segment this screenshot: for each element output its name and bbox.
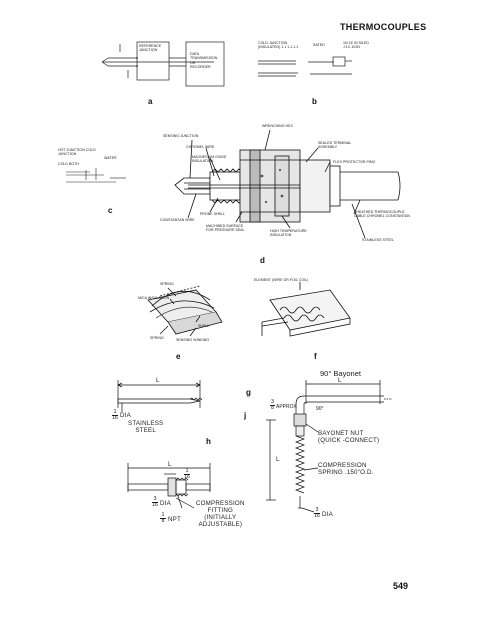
figure-h-npt-numerator: 1 xyxy=(160,512,166,519)
figure-j-dia-numerator: 3 xyxy=(314,507,320,514)
figure-d-constantan-wire-label: CONSTANTAN WIRE xyxy=(160,218,195,222)
figure-d-wrenching-hex-label: WRENCHING HEX xyxy=(262,124,293,128)
figure-h-dia-fraction: 3 16 xyxy=(152,497,158,508)
figure-j-title: 90° Bayonet xyxy=(320,369,361,378)
figure-e-spring-label-bottom: SPRING xyxy=(150,336,164,340)
figure-j-compression-spring-label: COMPRESSION SPRING .150"O.D. xyxy=(318,462,374,476)
figure-c-label-2: WATER xyxy=(104,156,117,160)
figure-d-probe-shell-label: PROBE SHELL xyxy=(200,212,225,216)
figure-h-dia-label: DIA xyxy=(160,500,171,507)
figure-g-dia-label: DIA xyxy=(120,412,131,419)
figure-h-dim-numerator: 1 xyxy=(184,468,190,475)
figure-h-fitting-label: COMPRESSION FITTING (INITIALLY ADJUSTABL… xyxy=(196,500,245,528)
figure-e-shell-label: SHELL xyxy=(198,324,210,328)
figure-d-machined-surface-label: MACHINED SURFACE FOR PRESSURE SEAL xyxy=(206,224,245,233)
figure-d-sensing-junction-label: SENSING JUNCTION xyxy=(163,134,199,138)
figure-b-label-3: 1N 1E IN SILED J.1C.1ION xyxy=(343,41,369,50)
figure-d-chromel-wire-label: CHROMEL WIRE xyxy=(186,145,215,149)
figure-d-insulation-label: MAGNESIUM OXIDE INSULATION xyxy=(192,155,227,164)
figure-d-flex-protector-label: FLEX PROTECTOR PING xyxy=(333,160,376,164)
figure-g-caption: g xyxy=(246,388,251,397)
figure-g-material-label: STAINLESS STEEL xyxy=(128,420,164,434)
figure-f-caption: f xyxy=(314,352,317,361)
figure-g-dia-numerator: 1 xyxy=(112,409,118,416)
figure-a-caption: a xyxy=(148,97,153,106)
figure-g-dia-denominator: 16 xyxy=(112,415,118,421)
figure-h-dia-numerator: 3 xyxy=(152,496,158,503)
figure-a-data-box-label: DATA TRANSMISSION OR RECORDER xyxy=(190,52,218,70)
figure-g-length-label: L xyxy=(156,377,160,384)
figure-g-dia-fraction: 1 16 xyxy=(112,410,118,421)
figure-b-label-1: COLD JUNCTION (INSULATED) 1.1 1.1.1.1 xyxy=(258,41,299,50)
figure-h-npt-fraction: 1 8 xyxy=(160,513,166,524)
figure-j-approx-denominator: 8 xyxy=(271,405,274,411)
figure-d-sealed-terminal-label: SEALED TERMINAL ASSEMBLY xyxy=(318,141,352,150)
figure-h-caption: h xyxy=(206,437,211,446)
figure-d-sheathed-cable-label: SHEATHED THERMOCOUPLE CABLE CHROMEL CONS… xyxy=(354,210,410,219)
figure-j-dia-denominator: 16 xyxy=(314,513,320,519)
figure-c-caption: c xyxy=(108,206,113,215)
figure-j-dia-label: DIA xyxy=(322,511,333,518)
page-number: 549 xyxy=(393,581,409,591)
figure-d-stainless-label: STAINLESS STEEL xyxy=(362,238,394,242)
figure-h-npt-denominator: 8 xyxy=(161,518,165,524)
figure-j-bayonet-nut-label: BAYONET NUT (QUICK -CONNECT) xyxy=(318,430,380,444)
figure-d-high-temp-insulation-label: HIGH TEMPERATURE INSULATION xyxy=(270,229,307,238)
figure-j-approx-fraction: 3 8 xyxy=(270,400,275,411)
figure-b-caption: b xyxy=(312,97,317,106)
figure-j-approx-label: APPROX xyxy=(276,404,297,410)
figure-f-element-label: ELEMENT (WIRE OR FOIL COIL) xyxy=(254,278,309,282)
page-header-title: THERMOCOUPLES xyxy=(340,22,427,32)
figure-e-sensing-winding-label: SENSING WINDING xyxy=(176,338,210,342)
figure-j-angle-label: 90° xyxy=(316,406,324,412)
figure-c-label-3: COLD BOTH xyxy=(58,162,79,166)
figure-a-reference-junction-label: REFERENCE JUNCTION xyxy=(139,44,162,53)
figure-b-label-2: SATED xyxy=(313,43,325,47)
figure-h-length-label: L xyxy=(168,461,172,468)
figure-j-side-length-label: L xyxy=(276,456,280,463)
figure-e-spring-label-top: SPRING xyxy=(160,282,174,286)
figure-j-dia-fraction: 3 16 xyxy=(314,508,320,519)
figure-d-caption: d xyxy=(260,256,265,265)
figure-h-dim-fraction: 1 16 xyxy=(184,469,190,480)
figure-h-dim-denominator: 16 xyxy=(184,474,190,480)
figure-e-mica-insulation-label: MICA INSULATION xyxy=(138,296,170,300)
figure-h-npt-label: NPT xyxy=(168,516,181,523)
figure-e-caption: e xyxy=(176,352,181,361)
figure-h-dia-denominator: 16 xyxy=(152,502,158,508)
figure-j-approx-numerator: 3 xyxy=(270,399,275,406)
figure-c-label-1: HOT JUNCTION COLD JUNCTION xyxy=(58,148,96,157)
figure-j-caption: j xyxy=(244,411,247,420)
figure-j-top-length-label: L xyxy=(338,377,342,384)
